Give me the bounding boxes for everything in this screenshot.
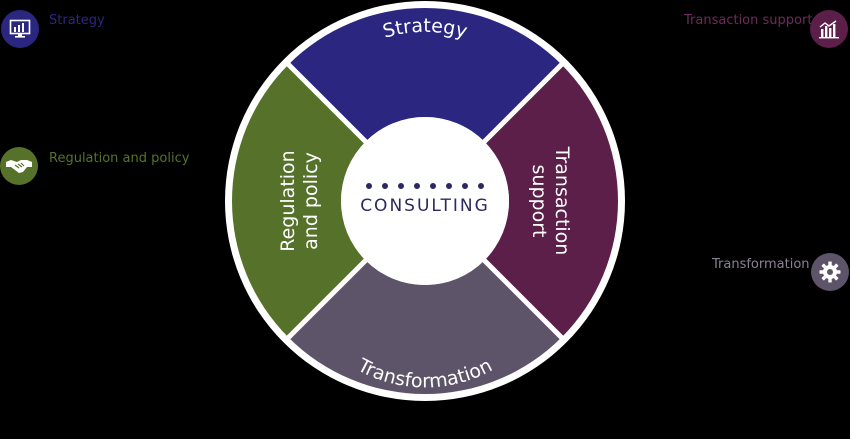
center-dot	[366, 183, 372, 189]
center-dot	[446, 183, 452, 189]
legend-label-strategy: Strategy	[49, 13, 105, 28]
segment-divider	[481, 257, 565, 341]
center-label: CONSULTING	[360, 196, 490, 216]
legend-label-transformation: Transformation	[712, 257, 810, 272]
segment-label-transaction-2: support	[528, 165, 550, 238]
bar-chart-icon	[819, 20, 839, 39]
center-dots	[366, 183, 484, 189]
segment-divider	[481, 61, 565, 145]
segment-dividers	[285, 61, 565, 341]
segment-strategy	[288, 7, 562, 142]
legend-circle-regulation	[0, 147, 38, 185]
legend-circle-transformation	[811, 253, 849, 291]
segment-label-transaction-1: Transaction	[551, 146, 573, 256]
gear-icon	[819, 261, 841, 283]
center-dot	[382, 183, 388, 189]
segment-divider	[285, 257, 369, 341]
center-circle	[341, 117, 509, 285]
segment-divider	[285, 61, 369, 145]
center-dot	[462, 183, 468, 189]
segment-label-regulation-1: Regulation	[277, 150, 299, 251]
segment-transformation	[288, 260, 562, 394]
chart-monitor-icon	[9, 19, 31, 38]
legend-label-regulation: Regulation and policy	[49, 151, 190, 166]
segment-transaction	[484, 64, 618, 338]
legend-circle-strategy	[1, 10, 39, 48]
segment-label-regulation-2: and policy	[300, 152, 322, 250]
center-dot	[430, 183, 436, 189]
center-dot	[414, 183, 420, 189]
legend-label-transaction: Transaction support	[684, 13, 813, 28]
segment-regulation	[231, 64, 366, 338]
center-dot	[478, 183, 484, 189]
center-dot	[398, 183, 404, 189]
handshake-icon	[6, 160, 32, 173]
legend-circle-transaction	[810, 10, 848, 48]
